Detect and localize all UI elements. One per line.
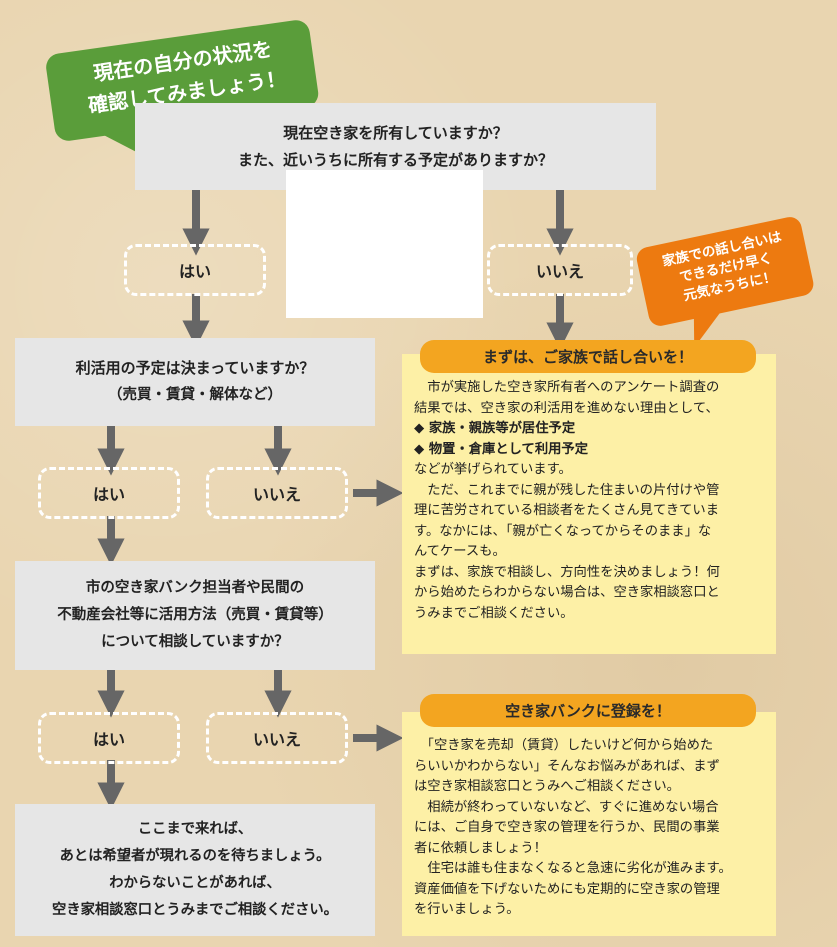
family-panel-line: 市が実施した空き家所有者へのアンケート調査の: [414, 380, 720, 395]
question-1-line: 現在空き家を所有していますか？: [283, 123, 508, 142]
blank-image-placeholder: [286, 170, 483, 318]
family-panel-line: から始めたらわからない場合は、空き家相談窓口と: [414, 585, 720, 600]
answer-no-3: いいえ: [206, 712, 348, 764]
question-4-line: あとは希望者が現れるのを待ちましょう。: [59, 848, 331, 864]
question-box-1: 現在空き家を所有していますか？ また、近いうちに所有する予定がありますか？: [135, 103, 656, 190]
bank-panel-line: 資産価値を下げないためにも定期的に空き家の管理: [414, 881, 720, 897]
family-panel-line: まずは、家族で相談し、方向性を決めましょう！何: [414, 564, 720, 580]
family-panel-title: まずは、ご家族で話し合いを！: [420, 340, 756, 373]
family-discussion-panel: 市が実施した空き家所有者へのアンケート調査の 結果では、空き家の利活用を進めない…: [402, 354, 776, 654]
question-3-line: 不動産会社等に活用方法（売買・賃貸等）: [57, 607, 333, 623]
question-1-line: また、近いうちに所有する予定がありますか？: [237, 150, 553, 169]
family-panel-line: す。なかには、「親が亡くなってからそのまま」な: [414, 523, 712, 539]
family-panel-line: ただ、これまでに親が残した住まいの片付けや管: [414, 482, 720, 498]
answer-yes-2-label: はい: [92, 485, 125, 504]
answer-no-2-label: いいえ: [252, 485, 301, 504]
family-panel-line: 理に苦労されている相談者をたくさん見てきていま: [414, 503, 720, 518]
bank-panel-line: には、ご自身で空き家の管理を行うか、民間の事業: [414, 820, 720, 835]
question-box-2: 利活用の予定は決まっていますか？ （売買・賃貸・解体など）: [15, 338, 375, 426]
question-2-line: （売買・賃貸・解体など）: [108, 387, 282, 403]
answer-yes-3-label: はい: [92, 730, 125, 749]
family-panel-line: んてケースも。: [414, 544, 506, 559]
akiya-bank-panel: 「空き家を売却（賃貸）したいけど何から始めた らいいかわからない」そんなお悩みが…: [402, 712, 776, 936]
bank-panel-line: 「空き家を売却（賃貸）したいけど何から始めた: [414, 738, 714, 753]
answer-yes-2: はい: [38, 467, 180, 519]
family-panel-line: ◆ 家族・親族等が居住予定: [414, 421, 576, 436]
answer-no-1-label: いいえ: [535, 262, 584, 281]
orange-callout-bubble: [636, 217, 814, 346]
answer-yes-3: はい: [38, 712, 180, 764]
bank-panel-line: 住宅は誰も住まなくなると急速に劣化が進みます。: [414, 861, 732, 876]
answer-no-2: いいえ: [206, 467, 348, 519]
answer-yes-1-label: はい: [178, 262, 211, 281]
bank-panel-title: 空き家バンクに登録を！: [420, 694, 756, 727]
question-box-4: ここまで来れば、 あとは希望者が現れるのを待ちましょう。 わからないことがあれば…: [15, 804, 375, 936]
family-panel-line: などが挙げられています。: [414, 462, 572, 477]
question-4-line: 空き家相談窓口とうみまでご相談ください。: [52, 902, 338, 918]
family-panel-line: ◆ 物置・倉庫として利用予定: [414, 441, 589, 457]
question-4-line: わからないことがあれば、: [109, 875, 281, 891]
family-panel-line: 結果では、空き家の利活用を進めない理由として、: [414, 400, 719, 416]
bank-panel-line: を行いましょう。: [414, 902, 520, 917]
question-2-line: 利活用の予定は決まっていますか？: [75, 359, 315, 377]
question-3-line: について相談していますか？: [101, 634, 289, 650]
bank-panel-line: らいいかわからない」そんなお悩みがあれば、まず: [414, 758, 720, 774]
question-box-3: 市の空き家バンク担当者や民間の 不動産会社等に活用方法（売買・賃貸等） について…: [15, 561, 375, 670]
answer-yes-1: はい: [124, 244, 266, 296]
family-panel-title-text: まずは、ご家族で話し合いを！: [482, 348, 693, 366]
bank-panel-line: 者に依頼しましょう！: [414, 840, 547, 856]
bank-panel-title-text: 空き家バンクに登録を！: [505, 702, 671, 720]
family-panel-line: うみまでご相談ください。: [414, 605, 574, 621]
answer-no-1: いいえ: [487, 244, 633, 296]
question-4-line: ここまで来れば、: [137, 821, 253, 837]
bank-panel-line: 相続が終わっていないなど、すぐに進めない場合: [414, 799, 719, 815]
question-3-line: 市の空き家バンク担当者や民間の: [85, 580, 305, 596]
bank-panel-line: は空き家相談窓口とうみへご相談ください。: [414, 779, 680, 794]
answer-no-3-label: いいえ: [252, 730, 301, 749]
